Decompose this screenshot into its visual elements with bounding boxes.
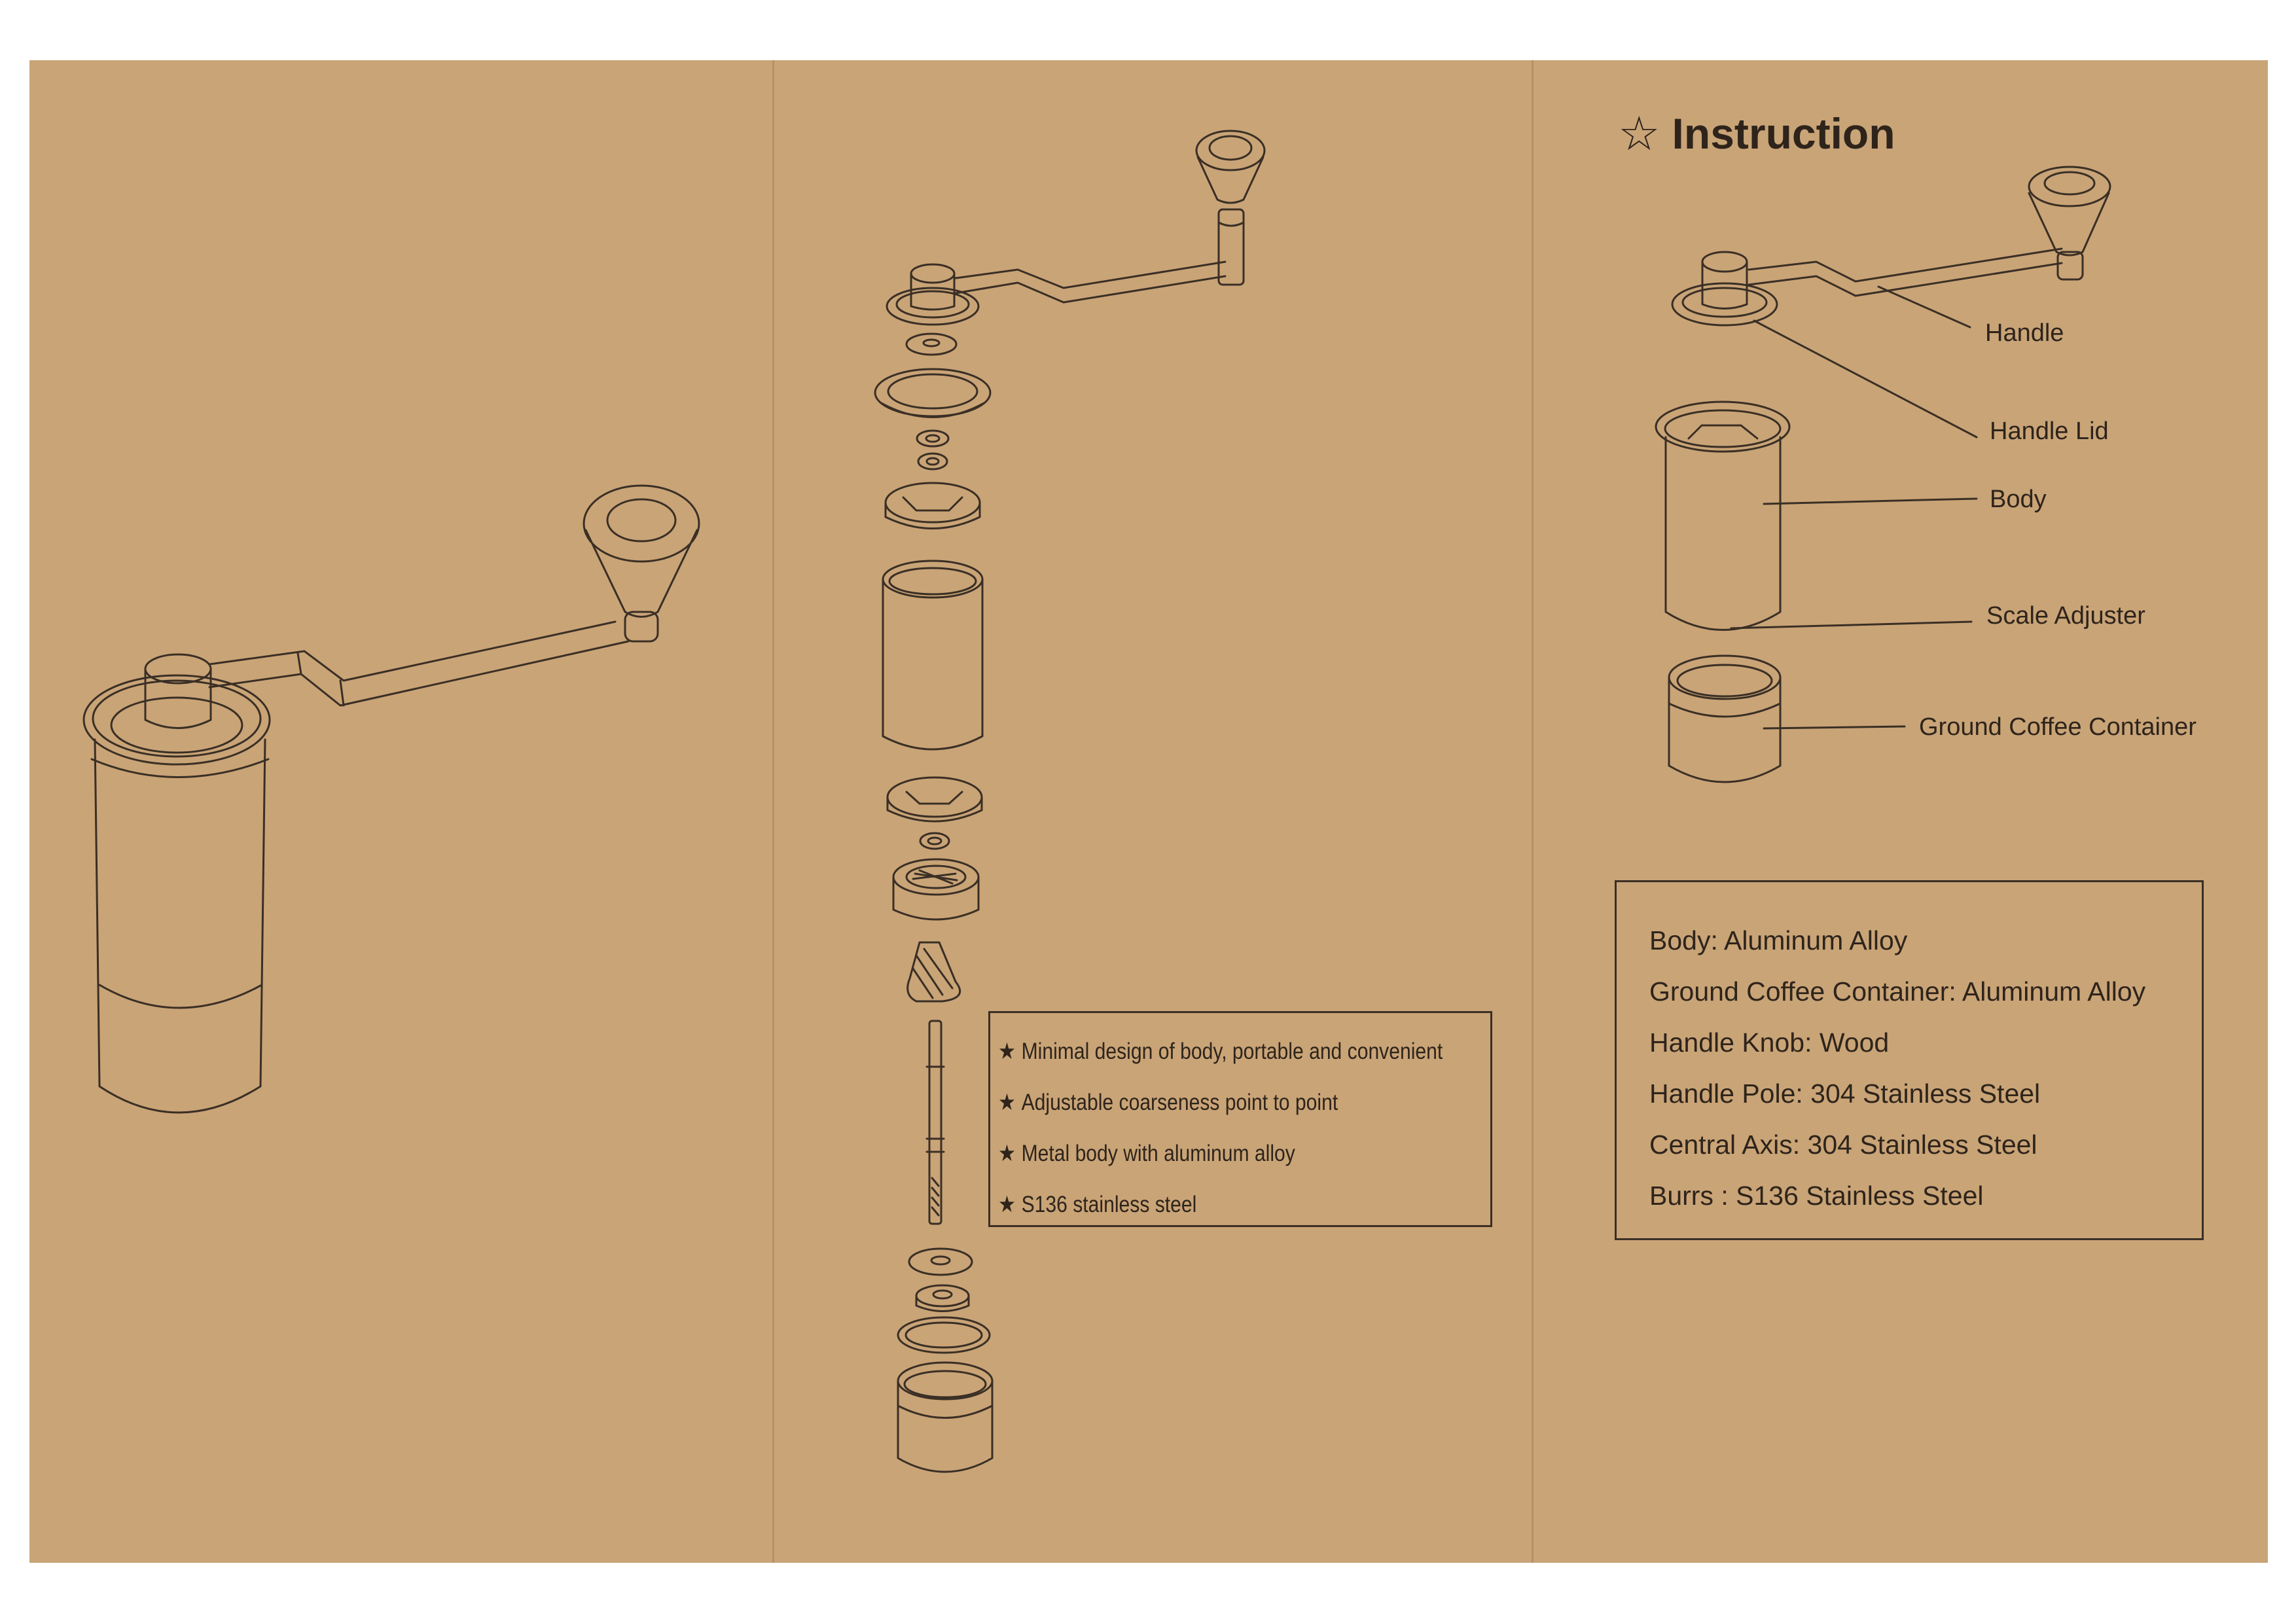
feature-item: ★Minimal design of body, portable and co… xyxy=(998,1026,1443,1077)
label-handle-lid: Handle Lid xyxy=(1990,418,2109,445)
solid-star-icon: ★ xyxy=(998,1192,1016,1217)
labelled-parts-illustration xyxy=(1655,166,2111,783)
solid-star-icon: ★ xyxy=(998,1039,1016,1064)
label-ground-coffee-container: Ground Coffee Container xyxy=(1919,713,2197,741)
fold-line-left xyxy=(772,60,774,1563)
label-body: Body xyxy=(1990,486,2047,513)
kraft-paper-sheet xyxy=(29,60,2268,1563)
outline-star-icon: ☆ xyxy=(1618,108,1660,160)
feature-text: Metal body with aluminum alloy xyxy=(1021,1141,1295,1166)
material-item: Handle Pole: 304 Stainless Steel xyxy=(1649,1079,2041,1109)
material-item: Body: Aluminum Alloy xyxy=(1649,925,1908,955)
feature-item: ★Adjustable coarseness point to point xyxy=(998,1077,1422,1128)
material-item: Burrs : S136 Stainless Steel xyxy=(1649,1181,1984,1211)
feature-text: Minimal design of body, portable and con… xyxy=(1021,1039,1443,1064)
label-scale-adjuster: Scale Adjuster xyxy=(1986,602,2145,630)
feature-item: ★Metal body with aluminum alloy xyxy=(998,1128,1422,1179)
instruction-title-text: Instruction xyxy=(1672,109,1895,158)
material-item: Central Axis: 304 Stainless Steel xyxy=(1649,1130,2037,1160)
assembled-grinder-illustration xyxy=(82,484,700,1114)
feature-item: ★S136 stainless steel xyxy=(998,1179,1422,1230)
fold-line-right xyxy=(1532,60,1534,1563)
feature-text: Adjustable coarseness point to point xyxy=(1021,1090,1338,1115)
materials-box: Body: Aluminum Alloy Ground Coffee Conta… xyxy=(1615,880,2204,1240)
exploded-view-illustration xyxy=(874,130,1266,1473)
material-item: Handle Knob: Wood xyxy=(1649,1027,1890,1058)
features-box: ★Minimal design of body, portable and co… xyxy=(988,1011,1492,1227)
material-item: Ground Coffee Container: Aluminum Alloy xyxy=(1649,976,2146,1007)
feature-text: S136 stainless steel xyxy=(1021,1192,1197,1217)
solid-star-icon: ★ xyxy=(998,1090,1016,1115)
solid-star-icon: ★ xyxy=(998,1141,1016,1166)
instruction-title: ☆ Instruction xyxy=(1618,106,1895,161)
label-handle: Handle xyxy=(1985,319,2064,347)
